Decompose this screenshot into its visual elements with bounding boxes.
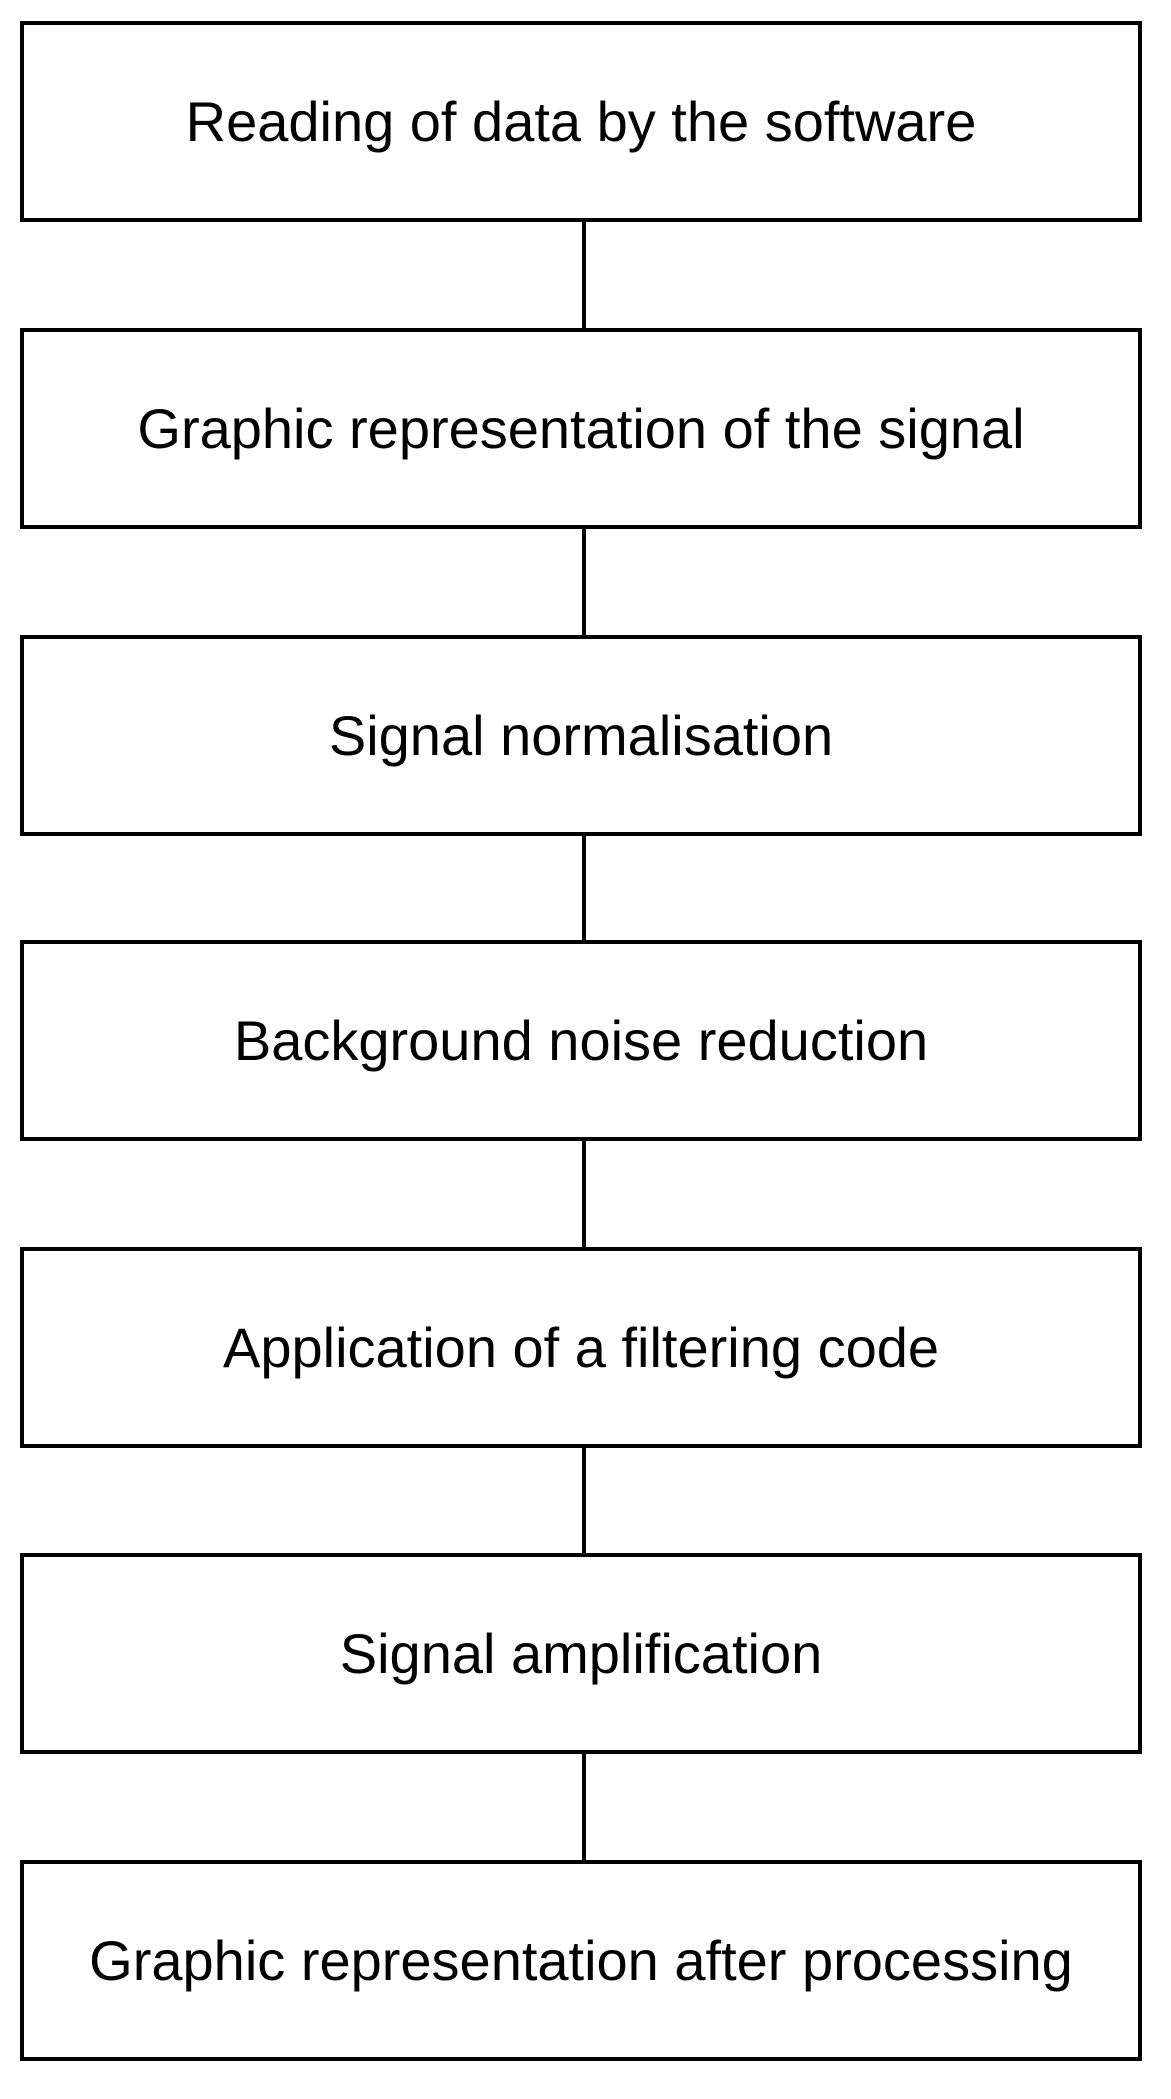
connector-line [582,529,586,635]
step-label: Reading of data by the software [185,89,977,153]
connector-line [582,1448,586,1553]
step-box-signal-amplification: Signal amplification [20,1553,1142,1754]
step-box-graphic-representation: Graphic representation of the signal [20,328,1142,529]
step-label: Graphic representation after processing [89,1928,1073,1992]
step-box-filtering-code: Application of a filtering code [20,1247,1142,1448]
connector-line [582,1754,586,1860]
step-box-signal-normalisation: Signal normalisation [20,635,1142,836]
step-box-reading-data: Reading of data by the software [20,21,1142,222]
step-label: Signal normalisation [328,703,834,767]
step-label: Background noise reduction [233,1008,929,1072]
connector-line [582,836,586,940]
connector-line [582,1141,586,1247]
step-box-noise-reduction: Background noise reduction [20,940,1142,1141]
step-label: Application of a filtering code [223,1315,939,1379]
connector-line [582,222,586,328]
step-label: Signal amplification [339,1621,823,1685]
step-box-after-processing: Graphic representation after processing [20,1860,1142,2061]
step-label: Graphic representation of the signal [137,396,1025,460]
